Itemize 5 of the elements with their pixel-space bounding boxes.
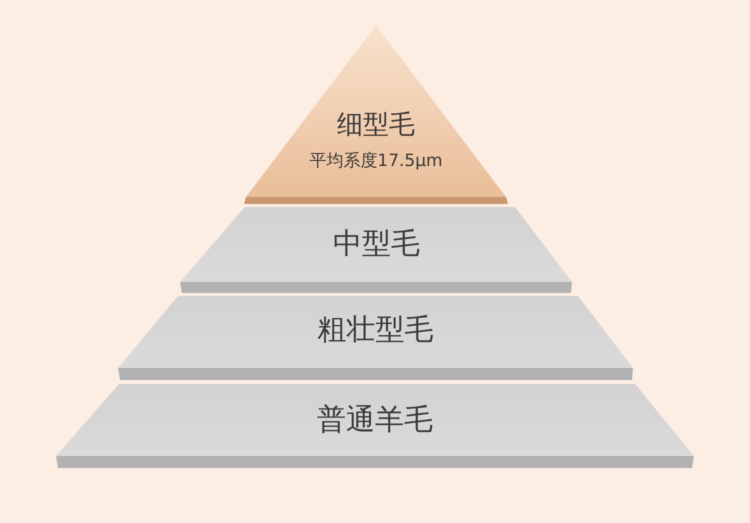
tier-label: 中型毛 <box>333 227 420 260</box>
tier-label: 细型毛 <box>337 111 415 141</box>
tier-subtitle: 平均系度17.5µm <box>309 152 443 172</box>
tier-label: 普通羊毛 <box>317 403 433 436</box>
tier-label: 粗壮型毛 <box>318 313 434 346</box>
